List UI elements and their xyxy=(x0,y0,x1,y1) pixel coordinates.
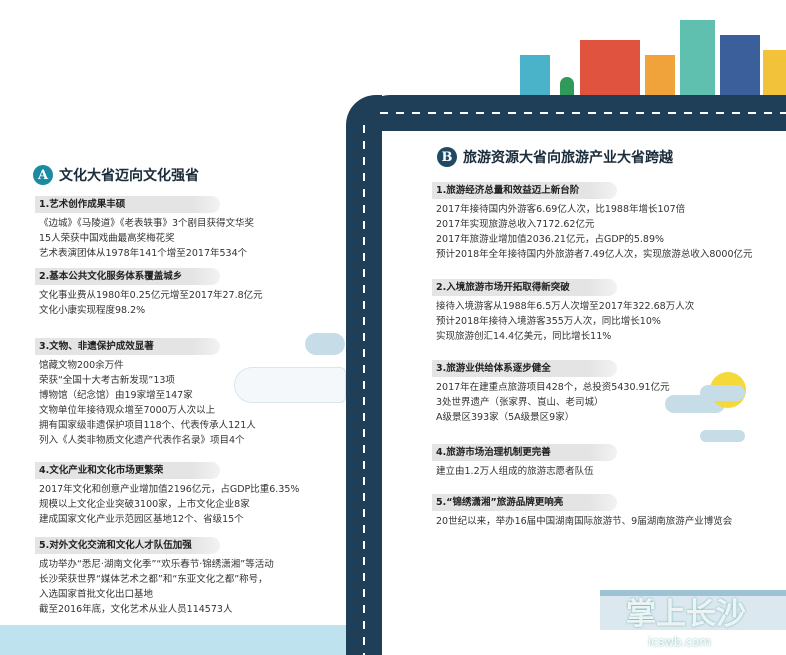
info-block: 4.旅游市场治理机制更完善建立由1.2万人组成的旅游志愿者队伍 xyxy=(432,444,617,479)
block-line: 建成国家文化产业示范园区基地12个、省级15个 xyxy=(39,514,244,525)
airport-terminal xyxy=(600,590,786,630)
block-line: 馆藏文物200余万件 xyxy=(39,360,124,371)
section-title-text: 旅游资源大省向旅游产业大省跨越 xyxy=(463,150,673,166)
block-line: 2017年在建重点旅游项目428个，总投资5430.91亿元 xyxy=(436,382,670,393)
block-line: 2017年实现旅游总收入7172.62亿元 xyxy=(436,219,595,230)
block-heading: 1.旅游经济总量和效益迈上新台阶 xyxy=(432,182,617,199)
block-heading: 4.旅游市场治理机制更完善 xyxy=(432,444,617,461)
block-heading: 3.文物、非遗保护成效显著 xyxy=(35,338,220,355)
block-line: 拥有国家级非遗保护项目118个、代表传承人121人 xyxy=(39,420,256,431)
sea xyxy=(0,625,346,655)
info-block: 1.旅游经济总量和效益迈上新台阶 2017年接待国内外游客6.69亿人次，比198… xyxy=(432,182,753,262)
block-heading: 3.旅游业供给体系逐步健全 xyxy=(432,360,617,377)
watermark-url: icswb.com xyxy=(647,635,711,649)
block-heading: 5.对外文化交流和文化人才队伍加强 xyxy=(35,537,220,554)
block-line: 2017年文化和创意产业增加值2196亿元，占GDP比重6.35% xyxy=(39,484,300,495)
block-heading: 4.文化产业和文化市场更繁荣 xyxy=(35,462,220,479)
airplane xyxy=(235,368,345,402)
block-line: 截至2016年底，文化艺术从业人员114573人 xyxy=(39,604,233,615)
block-line: 文化小康实现程度98.2% xyxy=(39,305,146,316)
block-line: 入选国家首批文化出口基地 xyxy=(39,589,154,600)
block-heading: 2.基本公共文化服务体系覆盖城乡 xyxy=(35,268,220,285)
info-block: 5.“锦绣潇湘”旅游品牌更响亮 20世纪以来，举办16届中国湖南国际旅游节、9届湖… xyxy=(432,494,732,529)
block-line: 20世纪以来，举办16届中国湖南国际旅游节、9届湖南旅游产业博览会 xyxy=(436,516,733,527)
block-line: 艺术表演团体从1978年141个增至2017年534个 xyxy=(39,248,248,259)
block-line: 2017年接待国内外游客6.69亿人次，比1988年增长107倍 xyxy=(436,204,686,215)
info-block: 3.文物、非遗保护成效显著馆藏文物200余万件荣获“全国十大考古新发现”13项博… xyxy=(35,338,256,448)
block-line: 文物单位年接待观众增至7000万人次以上 xyxy=(39,405,216,416)
section-a-title: A 文化大省迈向文化强省 xyxy=(33,165,199,185)
block-line: 文化事业费从1980年0.25亿元增至2017年27.8亿元 xyxy=(39,290,263,301)
watermark-logo: 掌上长沙 xyxy=(626,597,746,632)
block-heading: 5.“锦绣潇湘”旅游品牌更响亮 xyxy=(432,494,617,511)
info-block: 4.文化产业和文化市场更繁荣 2017年文化和创意产业增加值2196亿元，占GDP… xyxy=(35,462,299,527)
block-heading: 2.入境旅游市场开拓取得新突破 xyxy=(432,279,617,296)
block-line: 15人荣获中国戏曲最高奖梅花奖 xyxy=(39,233,175,244)
info-block: 5.对外文化交流和文化人才队伍加强成功举办“悉尼·湖南文化季”“欢乐春节·锦绣潇… xyxy=(35,537,274,617)
block-line: 3处世界遗产（张家界、崀山、老司城） xyxy=(436,397,604,408)
cloud xyxy=(700,430,745,442)
road-line xyxy=(363,125,365,655)
block-line: 博物馆（纪念馆）由19家增至147家 xyxy=(39,390,193,401)
block-line: 列入《人类非物质文化遗产代表作名录》项目4个 xyxy=(39,435,245,446)
info-block: 1.艺术创作成果丰硕《边城》《马陵道》《老表轶事》3个剧目获得文华奖 15人荣获中… xyxy=(35,196,254,261)
block-line: 2017年旅游业增加值2036.21亿元，占GDP的5.89% xyxy=(436,234,665,245)
info-block: 2.基本公共文化服务体系覆盖城乡文化事业费从1980年0.25亿元增至2017年… xyxy=(35,268,263,318)
block-line: 荣获“全国十大考古新发现”13项 xyxy=(39,375,175,386)
block-line: 规模以上文化企业突破3100家，上市文化企业8家 xyxy=(39,499,250,510)
block-line: 实现旅游创汇14.4亿美元，同比增长11% xyxy=(436,331,612,342)
section-title-text: 文化大省迈向文化强省 xyxy=(59,168,199,184)
block-line: 预计2018年接待入境游客355万人次，同比增长10% xyxy=(436,316,661,327)
cloud xyxy=(305,333,345,355)
block-line: 《边城》《马陵道》《老表轶事》3个剧目获得文华奖 xyxy=(39,218,255,229)
block-line: 接待入境游客从1988年6.5万人次增至2017年322.68万人次 xyxy=(436,301,695,312)
cloud xyxy=(700,385,745,401)
block-line: 建立由1.2万人组成的旅游志愿者队伍 xyxy=(436,466,594,477)
info-block: 3.旅游业供给体系逐步健全 2017年在建重点旅游项目428个，总投资5430.9… xyxy=(432,360,670,425)
section-badge: B xyxy=(437,147,457,167)
road-line xyxy=(380,112,786,114)
city-skyline xyxy=(515,10,786,95)
block-heading: 1.艺术创作成果丰硕 xyxy=(35,196,220,213)
block-line: A级景区393家（5A级景区9家） xyxy=(436,412,575,423)
block-line: 长沙荣获世界“媒体艺术之都”和“东亚文化之都”称号， xyxy=(39,574,268,585)
info-block: 2.入境旅游市场开拓取得新突破接待入境游客从1988年6.5万人次增至2017年… xyxy=(432,279,694,344)
section-b-title: B 旅游资源大省向旅游产业大省跨越 xyxy=(437,147,673,167)
section-badge: A xyxy=(33,165,53,185)
block-line: 预计2018年全年接待国内外旅游者7.49亿人次，实现旅游总收入8000亿元 xyxy=(436,249,753,260)
block-line: 成功举办“悉尼·湖南文化季”“欢乐春节·锦绣潇湘”等活动 xyxy=(39,559,274,570)
